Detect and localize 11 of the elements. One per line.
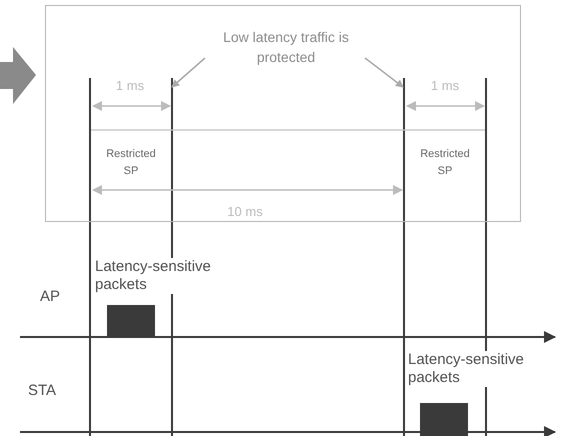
callout-text: Low latency traffic is protected	[222, 28, 350, 67]
duration-label: 1 ms	[114, 77, 146, 95]
period-label: Restricted SP	[105, 147, 157, 179]
leader-line	[171, 57, 206, 88]
frame-box	[45, 5, 521, 222]
leader-line	[364, 57, 404, 88]
duration-label: 1 ms	[430, 77, 460, 95]
period-label: Restricted SP	[419, 147, 471, 179]
track-label: STA	[26, 381, 58, 401]
duration-label: 10 ms	[226, 203, 264, 221]
track-label: AP	[38, 287, 61, 307]
